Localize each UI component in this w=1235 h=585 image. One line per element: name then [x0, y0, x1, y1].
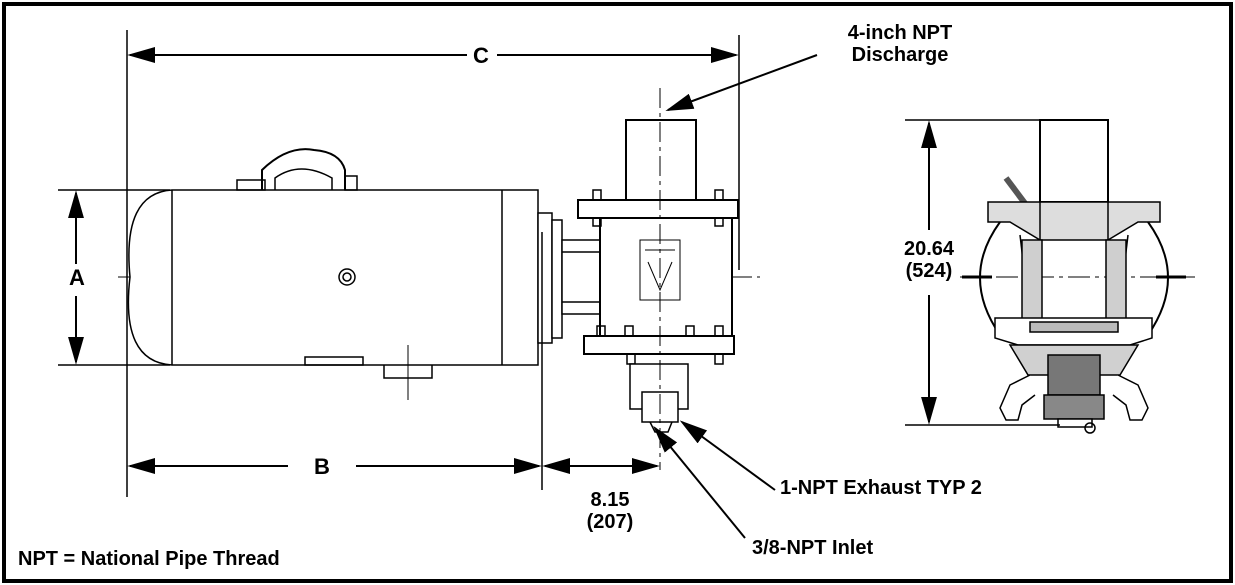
dim-offset-label: 8.15 (207)	[570, 489, 650, 534]
dim-a-label: A	[69, 265, 85, 290]
discharge-leader	[665, 54, 818, 111]
dim-offset-metric: (207)	[586, 511, 634, 534]
discharge-label: 4-inch NPT Discharge	[800, 22, 1000, 67]
discharge-pipe	[625, 119, 697, 201]
discharge-label-line1: 4-inch NPT	[847, 22, 953, 44]
front-discharge-pipe	[1039, 119, 1109, 203]
dim-c-label: C	[473, 43, 489, 68]
dim-height-metric: (524)	[905, 260, 953, 283]
inlet-leader	[653, 425, 746, 539]
dim-height-label: 20.64 (524)	[879, 238, 979, 283]
npt-footnote: NPT = National Pipe Thread	[18, 548, 280, 570]
tank-port	[338, 268, 356, 286]
dim-offset-value: 8.15	[590, 489, 630, 511]
discharge-label-line2: Discharge	[851, 44, 949, 67]
tank-flange	[537, 212, 553, 344]
dim-b-label: B	[314, 454, 330, 479]
exhaust-leader	[679, 420, 776, 491]
tank-handle	[261, 148, 346, 190]
exhaust-label: 1-NPT Exhaust TYP 2	[780, 477, 982, 499]
inlet-label: 3/8-NPT Inlet	[752, 537, 874, 559]
side-view	[118, 88, 760, 470]
front-view	[960, 119, 1195, 434]
dim-height-value: 20.64	[903, 238, 955, 260]
dimension-lines	[58, 30, 1060, 539]
air-chamber-tank	[127, 189, 539, 366]
